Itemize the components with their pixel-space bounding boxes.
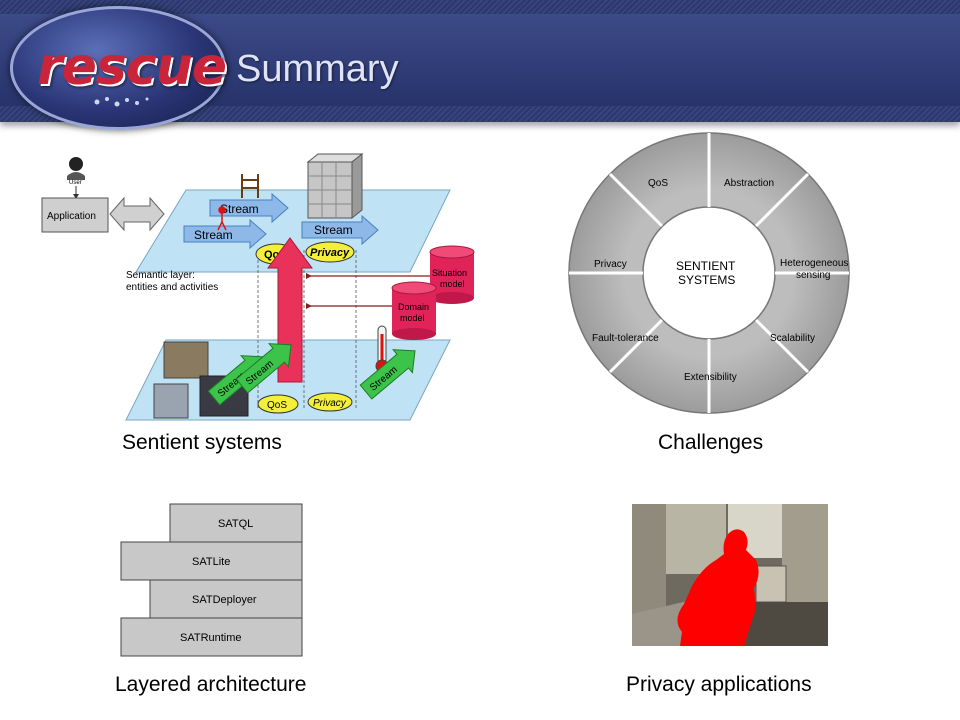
challenges-ring-diagram: SENTIENT SYSTEMS QoS Abstraction Heterog… bbox=[568, 132, 850, 414]
svg-text:SATLite: SATLite bbox=[192, 556, 230, 568]
svg-text:QoS: QoS bbox=[267, 400, 287, 411]
layer-satdeployer: SATDeployer bbox=[149, 579, 303, 619]
domain-model-cylinder: Domain model bbox=[391, 281, 437, 340]
application-box bbox=[41, 197, 109, 233]
logo-text: rescue bbox=[37, 37, 227, 97]
slide-title: Summary bbox=[236, 48, 399, 90]
segment-label-qos: QoS bbox=[648, 178, 668, 189]
stream-arrow: Stream bbox=[301, 214, 379, 246]
svg-text:SATQL: SATQL bbox=[218, 518, 253, 530]
svg-text:SATRuntime: SATRuntime bbox=[180, 632, 242, 644]
caption-challenges: Challenges bbox=[658, 431, 764, 454]
svg-text:Stream: Stream bbox=[220, 202, 259, 216]
center-label: SYSTEMS bbox=[678, 273, 735, 287]
situation-model-cylinder: Situation model bbox=[429, 245, 475, 304]
double-arrow-icon bbox=[109, 196, 165, 232]
camera-photo bbox=[153, 383, 189, 419]
sentient-systems-diagram: User Application Stream Stream Stream bbox=[41, 152, 475, 421]
caption-sentient-systems: Sentient systems bbox=[122, 431, 282, 454]
segment-label-heterogeneous: Heterogeneous bbox=[780, 258, 848, 269]
segment-label-sensing: sensing bbox=[796, 270, 830, 281]
privacy-person-mask bbox=[677, 529, 759, 646]
privacy-application-image bbox=[632, 504, 828, 646]
logo-dots-icon bbox=[94, 97, 149, 107]
stream-arrow: Stream bbox=[235, 343, 292, 394]
svg-text:SATDeployer: SATDeployer bbox=[192, 594, 257, 606]
slide-header: rescue Summary bbox=[0, 0, 960, 130]
model-connectors bbox=[306, 275, 430, 307]
application-label: Application bbox=[47, 211, 96, 222]
semantic-layer-sublabel: entities and activities bbox=[126, 282, 218, 293]
building-icon bbox=[306, 152, 364, 220]
rescue-logo: rescue bbox=[10, 6, 227, 130]
person-icon bbox=[217, 206, 227, 231]
caption-privacy-applications: Privacy applications bbox=[626, 673, 812, 696]
svg-text:Privacy: Privacy bbox=[310, 247, 350, 259]
privacy-badge: Privacy bbox=[307, 392, 353, 412]
camera-photo bbox=[163, 341, 209, 379]
svg-text:Privacy: Privacy bbox=[313, 398, 347, 409]
layer-satlite: SATLite bbox=[120, 541, 303, 581]
caption-layered-architecture: Layered architecture bbox=[115, 673, 307, 696]
qos-badge: QoS bbox=[257, 394, 299, 414]
segment-label-scalability: Scalability bbox=[770, 333, 815, 344]
svg-text:Stream: Stream bbox=[194, 228, 233, 242]
segment-label-extensibility: Extensibility bbox=[684, 372, 737, 383]
segment-label-privacy: Privacy bbox=[594, 259, 627, 270]
center-label: SENTIENT bbox=[676, 259, 736, 273]
chair-icon bbox=[241, 174, 259, 198]
layer-satruntime: SATRuntime bbox=[120, 617, 303, 657]
stream-arrow: Stream bbox=[183, 218, 267, 250]
segment-dividers bbox=[569, 133, 849, 413]
user-label: User bbox=[69, 180, 82, 186]
guide-lines bbox=[257, 250, 357, 410]
user-icon bbox=[67, 157, 85, 180]
svg-text:Domain: Domain bbox=[398, 302, 429, 312]
svg-text:model: model bbox=[400, 313, 425, 323]
privacy-badge: Privacy bbox=[305, 241, 355, 263]
svg-text:model: model bbox=[440, 279, 465, 289]
layer-satql: SATQL bbox=[169, 503, 303, 543]
svg-text:Stream: Stream bbox=[314, 223, 353, 237]
layered-architecture-diagram: SATQL SATLite SATDeployer SATRuntime bbox=[120, 503, 303, 657]
svg-text:Situation: Situation bbox=[432, 268, 467, 278]
segment-label-abstraction: Abstraction bbox=[724, 178, 774, 189]
stream-arrow: Stream bbox=[209, 192, 289, 224]
segment-label-fault-tolerance: Fault-tolerance bbox=[592, 333, 659, 344]
semantic-layer-label: Semantic layer: bbox=[126, 270, 195, 281]
